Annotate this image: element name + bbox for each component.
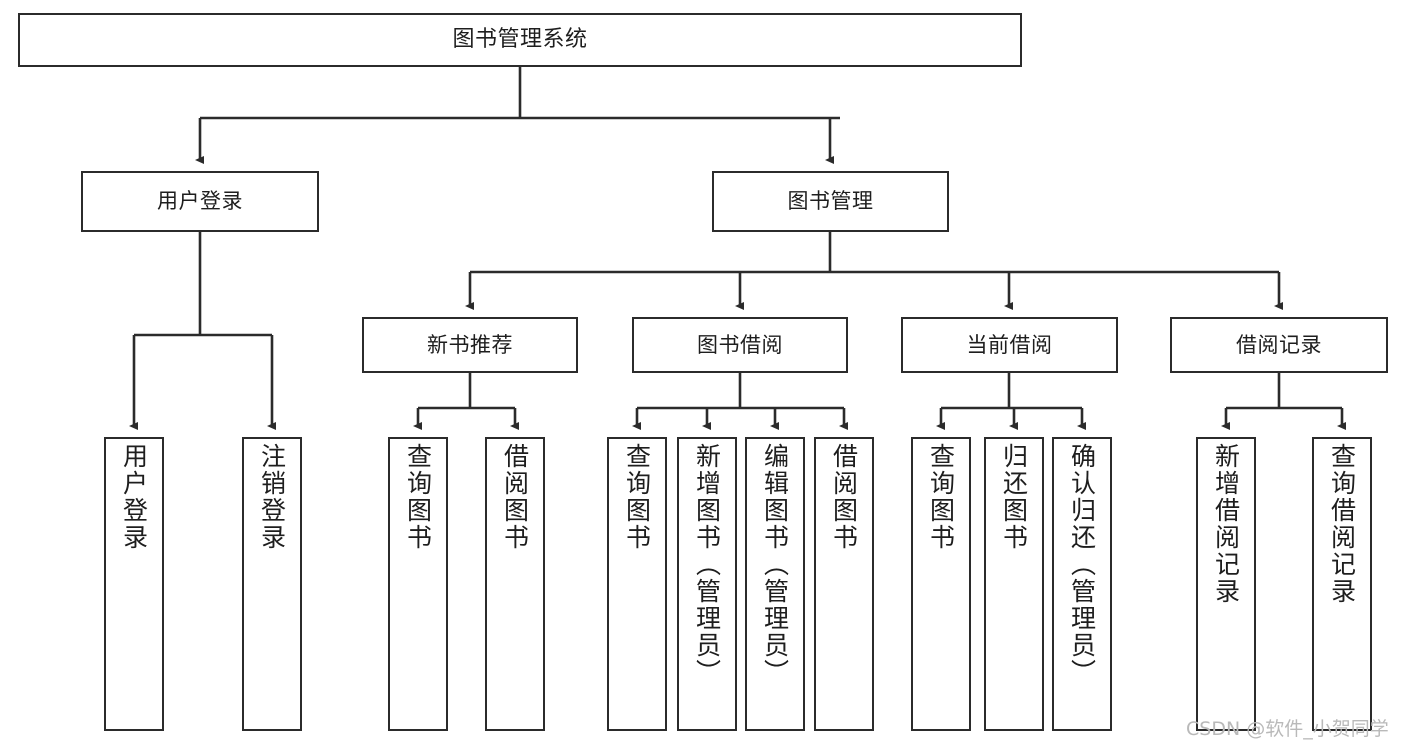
node-leaf-confirm-return[interactable]: 确认归还（管理员） bbox=[1052, 437, 1112, 731]
node-label: 借阅图书 bbox=[829, 443, 859, 551]
node-borrow-record[interactable]: 借阅记录 bbox=[1170, 317, 1388, 373]
node-current-borrow[interactable]: 当前借阅 bbox=[901, 317, 1118, 373]
node-book-manage[interactable]: 图书管理 bbox=[712, 171, 949, 232]
node-leaf-logout[interactable]: 注销登录 bbox=[242, 437, 302, 731]
node-user-login[interactable]: 用户登录 bbox=[81, 171, 319, 232]
node-leaf-query-book-3[interactable]: 查询图书 bbox=[911, 437, 971, 731]
node-label: 查询图书 bbox=[926, 443, 956, 551]
node-label: 图书借阅 bbox=[697, 332, 783, 357]
node-root-system[interactable]: 图书管理系统 bbox=[18, 13, 1022, 67]
node-leaf-add-book[interactable]: 新增图书（管理员） bbox=[677, 437, 737, 731]
watermark: CSDN @软件_小贺同学 bbox=[1186, 718, 1389, 740]
node-label: 用户登录 bbox=[119, 443, 149, 551]
node-leaf-return-book[interactable]: 归还图书 bbox=[984, 437, 1044, 731]
node-label: 查询借阅记录 bbox=[1327, 443, 1357, 605]
node-label: 确认归还（管理员） bbox=[1067, 443, 1097, 686]
node-label: 图书管理系统 bbox=[452, 27, 588, 53]
node-leaf-borrow-book-2[interactable]: 借阅图书 bbox=[814, 437, 874, 731]
node-label: 借阅记录 bbox=[1236, 332, 1322, 357]
node-label: 注销登录 bbox=[257, 443, 287, 551]
node-label: 新书推荐 bbox=[427, 332, 513, 357]
node-label: 当前借阅 bbox=[966, 332, 1053, 357]
node-label: 归还图书 bbox=[999, 443, 1029, 551]
node-book-borrow[interactable]: 图书借阅 bbox=[632, 317, 848, 373]
node-leaf-borrow-book-1[interactable]: 借阅图书 bbox=[485, 437, 545, 731]
node-leaf-add-record[interactable]: 新增借阅记录 bbox=[1196, 437, 1256, 731]
node-label: 新增借阅记录 bbox=[1211, 443, 1241, 605]
node-label: 查询图书 bbox=[403, 443, 433, 551]
node-label: 图书管理 bbox=[787, 189, 874, 214]
node-new-book-rec[interactable]: 新书推荐 bbox=[362, 317, 578, 373]
node-label: 查询图书 bbox=[622, 443, 652, 551]
node-leaf-query-book-1[interactable]: 查询图书 bbox=[388, 437, 448, 731]
node-leaf-user-login[interactable]: 用户登录 bbox=[104, 437, 164, 731]
node-leaf-query-record[interactable]: 查询借阅记录 bbox=[1312, 437, 1372, 731]
node-label: 新增图书（管理员） bbox=[692, 443, 722, 686]
node-label: 编辑图书（管理员） bbox=[760, 443, 790, 686]
node-leaf-edit-book[interactable]: 编辑图书（管理员） bbox=[745, 437, 805, 731]
node-label: 用户登录 bbox=[157, 189, 243, 214]
node-label: 借阅图书 bbox=[500, 443, 530, 551]
node-leaf-query-book-2[interactable]: 查询图书 bbox=[607, 437, 667, 731]
